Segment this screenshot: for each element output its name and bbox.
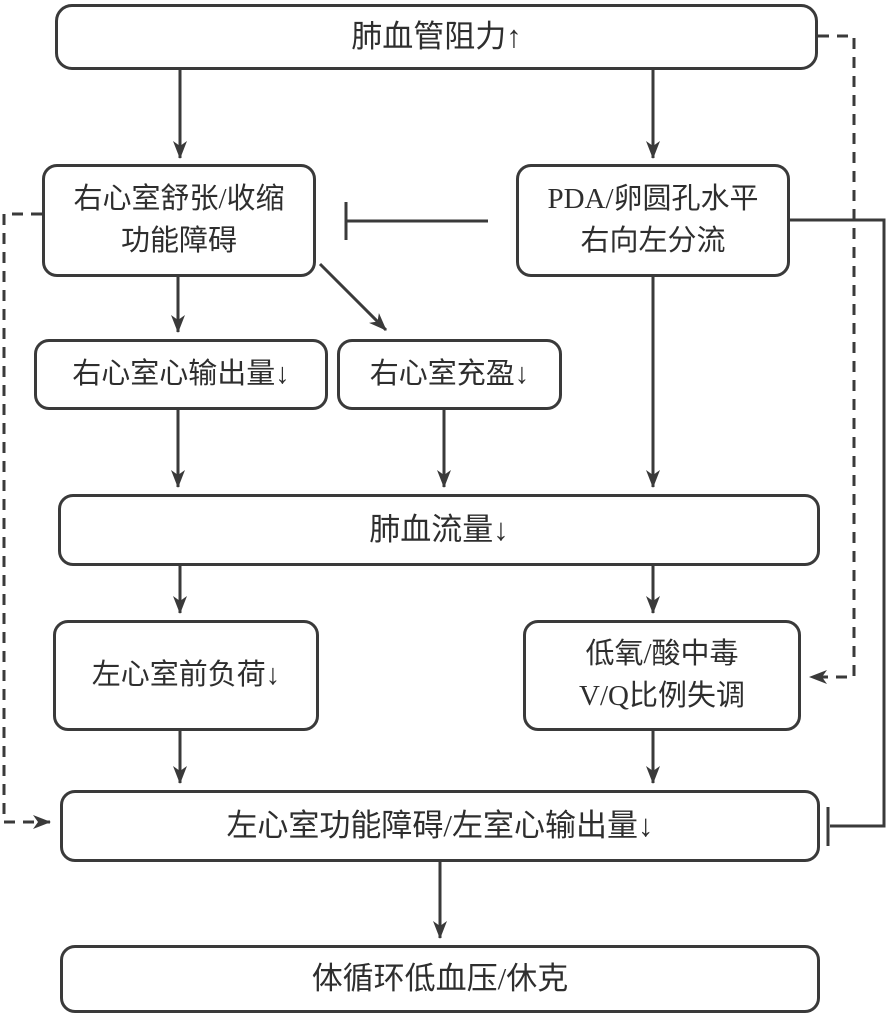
- node-rv-cardiac-output-label: 右心室心输出量↓: [72, 357, 290, 390]
- node-lv-dysfunction: 左心室功能障碍/左室心输出量↓: [60, 790, 820, 862]
- node-hypoxia-vq-mismatch-label-line2: V/Q比例失调: [579, 679, 745, 712]
- node-pulmonary-blood-flow: 肺血流量↓: [58, 494, 820, 566]
- node-pulmonary-vascular-resistance: 肺血管阻力↑: [55, 4, 818, 70]
- dashed-arrow-pvr-to-hypoxia: [809, 34, 856, 684]
- node-pulmonary-vascular-resistance-label: 肺血管阻力↑: [351, 18, 522, 54]
- node-lv-dysfunction-label: 左心室功能障碍/左室心输出量↓: [226, 807, 654, 843]
- node-pulmonary-blood-flow-label: 肺血流量↓: [369, 511, 509, 547]
- node-rv-cardiac-output: 右心室心输出量↓: [34, 339, 328, 410]
- tbar-pda-shunt-to-lv-dysfunction: [790, 218, 886, 846]
- node-rv-dysfunction-label-line1: 右心室舒张/收缩: [73, 183, 285, 216]
- node-pda-shunt: PDA/卵圆孔水平 右向左分流: [516, 164, 790, 277]
- node-rv-filling-label: 右心室充盈↓: [369, 357, 530, 390]
- node-systemic-hypotension-shock-label: 体循环低血压/休克: [311, 960, 569, 996]
- node-rv-dysfunction-label-line2: 功能障碍: [120, 224, 237, 257]
- node-pda-shunt-label-line2: 右向左分流: [580, 224, 726, 257]
- node-rv-filling: 右心室充盈↓: [337, 339, 562, 410]
- node-hypoxia-vq-mismatch: 低氧/酸中毒 V/Q比例失调: [523, 620, 801, 731]
- node-systemic-hypotension-shock: 体循环低血压/休克: [60, 945, 820, 1013]
- node-lv-preload: 左心室前负荷↓: [53, 620, 319, 731]
- dashed-arrow-rv-dysfunction-to-lv-dysfunction: [2, 212, 51, 829]
- node-hypoxia-vq-mismatch-label-line1: 低氧/酸中毒: [585, 638, 739, 671]
- arrow-rv-dysfunction-to-rv-filling: [318, 262, 388, 332]
- tbar-pda-shunt-to-rv-dysfunction: [344, 202, 488, 240]
- node-pda-shunt-label-line1: PDA/卵圆孔水平: [547, 183, 759, 216]
- node-lv-preload-label: 左心室前负荷↓: [91, 658, 281, 691]
- node-rv-dysfunction: 右心室舒张/收缩 功能障碍: [42, 164, 316, 277]
